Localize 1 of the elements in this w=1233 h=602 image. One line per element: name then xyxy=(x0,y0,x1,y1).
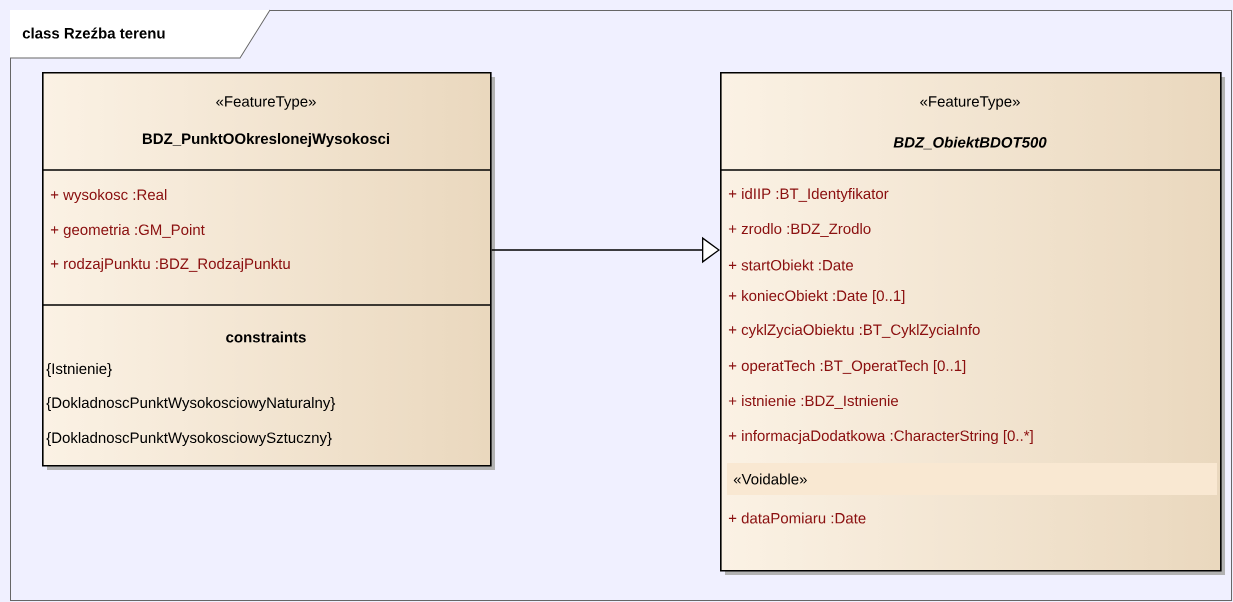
frame-title: class Rzeźba terenu xyxy=(22,27,165,39)
